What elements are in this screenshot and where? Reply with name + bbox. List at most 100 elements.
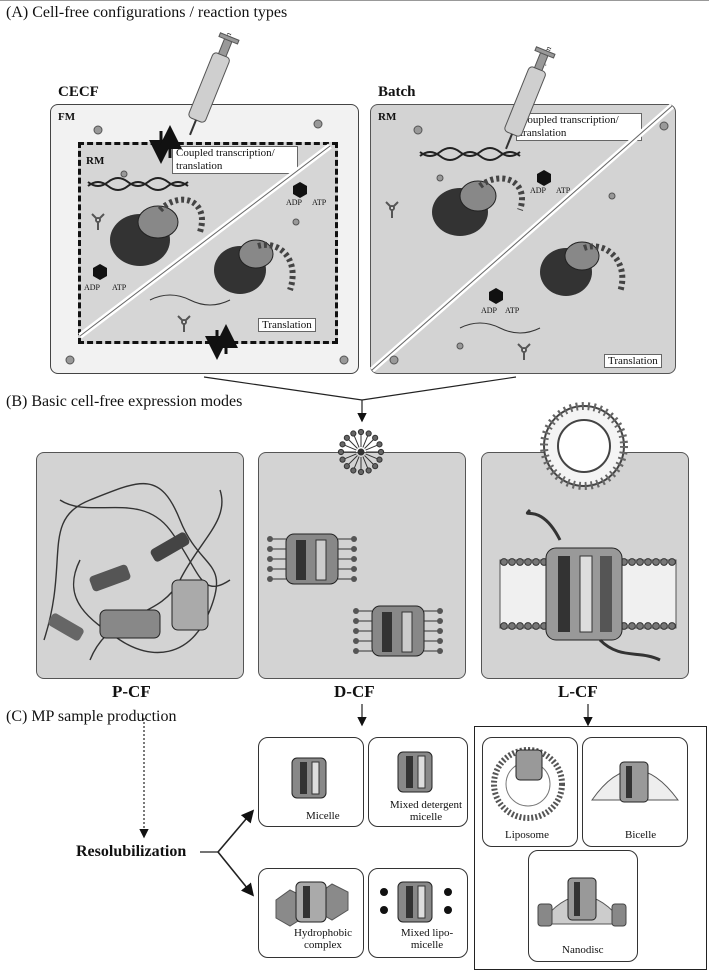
- lipid-head: [636, 558, 644, 566]
- detergent-head: [353, 618, 359, 624]
- cecf-atp-label: ATP: [312, 198, 327, 207]
- detergent-head: [353, 638, 359, 644]
- detergent-head: [351, 556, 357, 562]
- batch-syringe: [504, 46, 556, 150]
- detergent-head: [437, 618, 443, 624]
- lipid-head: [644, 558, 652, 566]
- lipid-head: [508, 622, 516, 630]
- mixed-detergent-label: Mixed detergent micelle: [389, 799, 463, 823]
- detergent-head: [357, 428, 365, 436]
- exchange-arrows-bottom: [205, 324, 238, 360]
- exchange-arrows-top: [149, 125, 182, 164]
- cecf-fm-label: FM: [58, 111, 76, 123]
- nanodisc-illustration: [537, 877, 627, 927]
- cecf-syringe: [188, 32, 240, 136]
- lipid-head: [516, 622, 524, 630]
- cecf-ribosome-2: [149, 239, 296, 306]
- detergent-head: [351, 576, 357, 582]
- section-a-title: (A) Cell-free configurations / reaction …: [6, 4, 288, 21]
- lipid-head: [532, 558, 540, 566]
- detergent-head: [365, 467, 372, 474]
- top-divider: [0, 0, 709, 1]
- arrow-to-hydrophobic: [217, 851, 255, 897]
- lipid-head: [500, 558, 508, 566]
- detergent-head: [351, 566, 357, 572]
- micelle-illustration: [291, 757, 327, 799]
- detergent-head: [372, 463, 379, 470]
- hydrophobic-label: Hydrophobic complex: [293, 927, 353, 951]
- detergent-head: [267, 556, 273, 562]
- mixed-lipo-label: Mixed lipo-micelle: [400, 927, 454, 951]
- mode-lcf-label: L-CF: [558, 682, 598, 701]
- lipid-head: [660, 558, 668, 566]
- lipid-head: [500, 622, 508, 630]
- mode-pcf-label: P-CF: [112, 682, 151, 701]
- detergent-head: [267, 566, 273, 572]
- cecf-particles: [65, 119, 349, 365]
- mixed-detergent-illustration: [397, 751, 433, 793]
- batch-title: Batch: [378, 84, 416, 100]
- lipid-head: [524, 558, 532, 566]
- lipid-head: [636, 622, 644, 630]
- cecf-hexagon-1: [293, 182, 307, 198]
- lipid-head: [652, 558, 660, 566]
- lipid-sample-frame: [474, 726, 707, 970]
- detergent-head: [267, 576, 273, 582]
- batch-particles: [389, 121, 669, 365]
- detergent-head: [343, 463, 350, 470]
- detergent-head: [350, 467, 357, 474]
- dcf-protein-2: [371, 605, 425, 657]
- detergent-head: [437, 648, 443, 654]
- lipid-head: [508, 558, 516, 566]
- detergent-head: [339, 441, 346, 448]
- micelle-label: Micelle: [306, 810, 340, 822]
- lipid-head: [668, 558, 676, 566]
- detergent-head: [353, 608, 359, 614]
- hydrophobic-illustration: [275, 881, 349, 927]
- cecf-rm-label: RM: [86, 155, 105, 167]
- pcf-helices: [48, 532, 209, 641]
- lipid-head: [668, 622, 676, 630]
- mixed-lipo-illustration: [380, 881, 452, 923]
- detergent-head: [337, 448, 345, 456]
- detergent-head: [372, 434, 379, 441]
- mode-dcf-label: D-CF: [334, 682, 375, 701]
- detergent-head: [437, 628, 443, 634]
- detergent-head: [267, 546, 273, 552]
- detergent-head: [437, 638, 443, 644]
- section-b-title: (B) Basic cell-free expression modes: [6, 393, 243, 410]
- section-c-title: (C) MP sample production: [6, 708, 177, 725]
- lipid-head: [524, 622, 532, 630]
- detergent-head: [365, 430, 372, 437]
- batch-rm-label: RM: [378, 111, 397, 123]
- lipid-head: [660, 622, 668, 630]
- detergent-head: [357, 468, 365, 476]
- cecf-adp2-label: ADP: [84, 283, 101, 292]
- detergent-head: [343, 434, 350, 441]
- batch-adp-label: ADP: [530, 186, 547, 195]
- batch-dna: [419, 151, 521, 161]
- lipid-head: [628, 558, 636, 566]
- batch-hexagon-1: [537, 170, 551, 186]
- a-to-b-connector: [203, 376, 517, 401]
- lipid-head: [628, 622, 636, 630]
- bicelle-label: Bicelle: [625, 829, 657, 841]
- cecf-hexagon-2: [93, 264, 107, 280]
- bicelle-illustration: [591, 761, 679, 803]
- batch-ribosome-1: [432, 175, 525, 236]
- lipid-head: [516, 558, 524, 566]
- resolubilization-label: Resolubilization: [76, 843, 187, 860]
- lipid-head: [644, 622, 652, 630]
- liposome-label: Liposome: [505, 829, 549, 841]
- cecf-title: CECF: [58, 84, 99, 100]
- arrow-to-micelle: [217, 809, 255, 853]
- liposome-ring: [540, 402, 628, 490]
- cecf-adp-label: ADP: [286, 198, 303, 207]
- nanodisc-label: Nanodisc: [562, 944, 604, 956]
- lipid-head: [652, 622, 660, 630]
- detergent-head: [353, 648, 359, 654]
- detergent-head: [437, 608, 443, 614]
- dcf-protein-1: [285, 533, 339, 585]
- batch-atp2-label: ATP: [505, 306, 520, 315]
- cecf-coupled-label: Coupled transcription/ translation: [172, 146, 298, 174]
